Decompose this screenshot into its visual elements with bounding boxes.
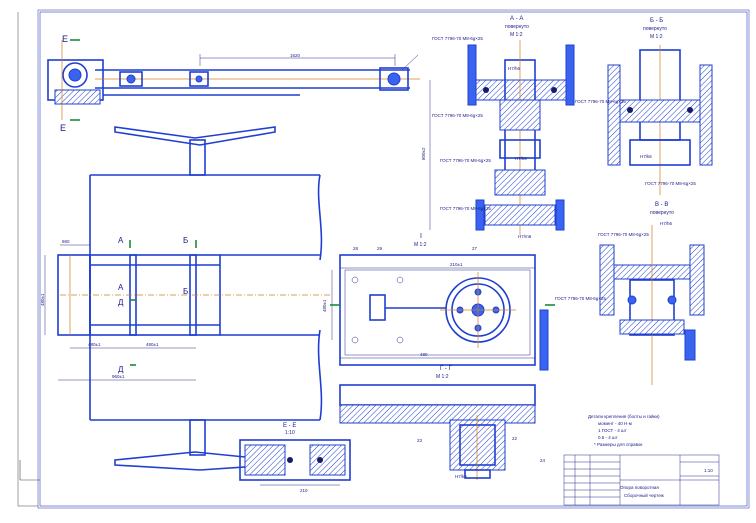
inner-frame: [39, 11, 748, 507]
section-mark-a2: А: [118, 283, 124, 292]
fit-aa-2: H7/k6: [515, 156, 527, 161]
bolt-callout-8: ГОСТ 7796-70 М8-6g×25: [555, 296, 606, 301]
bolt-callout-3: ГОСТ 7796-70 М8-6g×25: [440, 158, 491, 163]
vv-sub: повернуто: [650, 210, 674, 216]
section-vv: В - В повернуто ГОСТ 7796-70 М8-6g×25 ГО…: [555, 202, 705, 385]
dim-i-top: 210±1: [450, 262, 463, 267]
dim-height-aa: 800±2: [421, 147, 426, 160]
side-view-boom: 1620 Е Е: [47, 34, 420, 133]
dim-left-width: 480±1: [40, 293, 45, 306]
bolt-callout-4: ГОСТ 7796-70 М8-6g×25: [440, 206, 491, 211]
outer-frame: [37, 9, 750, 509]
section-mark-b1: Б: [183, 236, 188, 245]
section-mark-e-top: Е: [62, 34, 68, 44]
part-27: 27: [472, 246, 478, 251]
dim-bottom-w2: 480±1: [146, 342, 159, 347]
bolt-callout-7: ГОСТ 7796-70 М8-6g×25: [598, 232, 649, 237]
fit-aa-1: H7/h6: [508, 66, 521, 71]
aa-title: А - А: [510, 16, 523, 22]
title-doc-sub: Сборочный чертеж: [624, 492, 664, 498]
bb-title: Б - Б: [650, 18, 663, 24]
aa-scale: М 1:2: [510, 32, 523, 38]
section-mark-b2: Б: [183, 287, 188, 296]
bb-sub: повернуто: [643, 26, 667, 32]
gg-scale: М 1:2: [436, 374, 449, 380]
vv-title: В - В: [655, 202, 668, 208]
i-title: I: [420, 233, 422, 240]
section-gg: Г - Г М 1:2 H7/k6 22 24 23: [339, 366, 546, 480]
detail-i: I М 1:2 210±1 480 480±1 27 28 29: [322, 233, 555, 371]
dim-vertical-left: 860: [62, 239, 70, 244]
dim-i-width: 480: [420, 352, 428, 357]
part-24: 24: [540, 458, 546, 463]
part-28: 28: [353, 246, 359, 251]
i-scale: М 1:2: [414, 242, 427, 248]
section-mark-a1: А: [118, 236, 124, 245]
aa-sub: повернуто: [505, 24, 529, 30]
section-ee: Е - Е 1:10 210: [239, 423, 351, 493]
bolt-callout-1: ГОСТ 7796-70 М8-6g×25: [432, 36, 483, 41]
plan-view: 480±1 860 480±1 480±1 960±1 А А Б Б Д Д: [40, 126, 330, 471]
title-scale: 1:10: [704, 468, 713, 473]
note-4: 0.5 - 4 шт: [598, 435, 618, 440]
part-29: 29: [377, 246, 383, 251]
dim-i-height: 480±1: [322, 299, 327, 312]
part-23: 23: [417, 438, 423, 443]
bolt-callout-5: ГОСТ 7796-70 М8-6g×25: [575, 99, 626, 104]
dim-ee: 210: [300, 488, 308, 493]
ee-title: Е - Е: [283, 423, 296, 429]
axis-mark: [19, 460, 40, 481]
dim-top-length: 1620: [290, 53, 301, 58]
ee-scale: 1:10: [285, 430, 295, 436]
title-block: Опора поворотная Сборочный чертеж 1:10: [563, 454, 720, 506]
bb-scale: М 1:2: [650, 34, 663, 40]
section-aa: А - А повернуто М 1:2 800±2 H7/h6 H7/k6 …: [421, 16, 575, 239]
gg-title: Г - Г: [440, 366, 453, 372]
note-5: * Размеры для справок: [594, 442, 642, 447]
title-doc-name: Опора поворотная: [620, 485, 659, 490]
fit-aa-3: H7/m6: [518, 234, 532, 239]
bolt-callout-2: ГОСТ 7796-70 М8-6g×25: [432, 113, 483, 118]
bolt-callout-6: ГОСТ 7796-70 М8-6g×25: [645, 181, 696, 186]
fit-gg: H7/k6: [455, 474, 467, 479]
section-mark-d2: Д: [118, 365, 124, 374]
note-2: момент - 40 Н·м: [598, 421, 632, 426]
note-3: 1 ГОСТ - 4 шт: [598, 428, 627, 433]
section-mark-e-bottom: Е: [60, 123, 66, 133]
technical-notes: Детали крепления (болты и гайки) момент …: [588, 413, 660, 447]
note-1: Детали крепления (болты и гайки): [588, 413, 660, 419]
section-bb: Б - Б повернуто М 1:2 H7/k6 ГОСТ 7796-70…: [575, 18, 713, 195]
part-22: 22: [512, 436, 518, 441]
dim-bottom-w1: 480±1: [88, 342, 101, 347]
dim-total: 960±1: [112, 374, 125, 379]
fit-bb-1: H7/k6: [640, 154, 652, 159]
fit-vv: H7/h6: [660, 221, 673, 226]
section-mark-d1: Д: [118, 298, 124, 307]
